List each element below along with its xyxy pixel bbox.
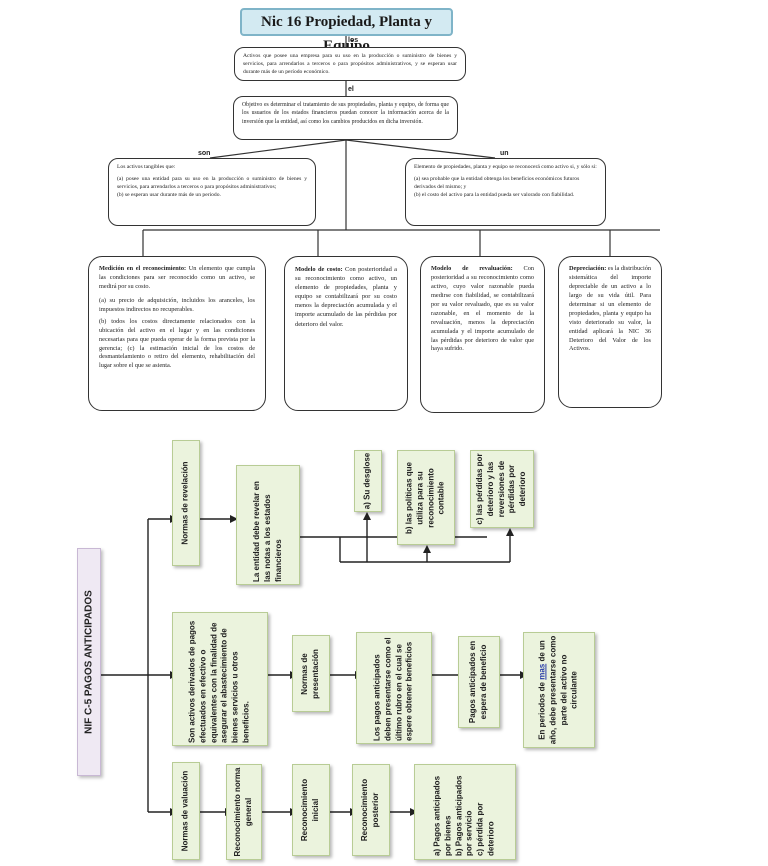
advance-payments-label: Los pagos anticipados deben presentarse … — [372, 637, 414, 741]
tangible-assets-box: Los activos tangibles que: (a) posee una… — [108, 158, 316, 226]
cost-model-text: Con posterioridad a su reconocimiento co… — [295, 266, 397, 328]
connector-label-los: los — [348, 37, 359, 44]
periods-text-start: En periodos de — [537, 679, 547, 740]
recognition-item-a: (a) sea probable que la entidad obtenga … — [414, 176, 580, 191]
measurement-box: Medición en el reconocimiento: Un elemen… — [88, 256, 266, 411]
impairment-losses-box: c) las pérdidas por deterioro y las reve… — [470, 450, 534, 528]
long-term-presentation-box: En periodos de mas de un año, debe prese… — [523, 632, 595, 748]
initial-recognition-label: Reconocimiento inicial — [300, 778, 320, 842]
cost-model-heading: Modelo de costo: — [295, 266, 343, 273]
pending-benefit-label: Pagos anticipados en espera de beneficio — [468, 640, 488, 724]
tangible-item-b: (b) se esperan usar durante más de un pe… — [117, 192, 221, 199]
definition-prepaid-box: Son activos derivados de pagos efectuado… — [172, 612, 268, 746]
prepaid-items-label: a) Pagos anticipados por bienes b) Pagos… — [432, 775, 496, 856]
prepaid-items-box: a) Pagos anticipados por bienes b) Pagos… — [414, 764, 516, 860]
revaluation-model-box: Modelo de revaluación: Con posterioridad… — [420, 256, 545, 413]
policies-label: b) las políticas que utiliza para su rec… — [404, 461, 446, 534]
depreciation-box: Depreciación: es la distribución sistemá… — [558, 256, 662, 408]
objective-box: Objetivo es determinar el tratamiento de… — [233, 96, 458, 140]
impairment-losses-label: c) las pérdidas por deterioro y las reve… — [475, 453, 528, 525]
presentation-norms-label: Normas de presentación — [300, 648, 320, 699]
breakdown-box: a) Su desglose — [354, 450, 382, 512]
general-recognition-label: Reconocimiento norma general — [233, 767, 253, 857]
tangible-intro: Los activos tangibles que: — [117, 164, 176, 170]
connector-label-un: un — [500, 150, 509, 157]
definition-box: Activos que posee una empresa para su us… — [234, 47, 466, 81]
recognition-item-b: (b) el costo del activo para la entidad … — [414, 192, 575, 199]
revaluation-model-heading: Modelo de revaluación: — [431, 265, 513, 272]
disclosure-norms-label: Normas de revelación — [180, 461, 190, 545]
breakdown-label: a) Su desglose — [362, 452, 372, 510]
recognition-intro: Elemento de propiedades, planta y equipo… — [414, 164, 597, 170]
valuation-norms-box: Normas de valuación — [172, 762, 200, 860]
policies-box: b) las políticas que utiliza para su rec… — [397, 450, 455, 545]
cost-model-box: Modelo de costo: Con posterioridad a su … — [284, 256, 408, 411]
nif-c5-root-label: NIF C-5 PAGOS ANTICIPADOS — [83, 590, 95, 734]
connector-label-son: son — [198, 150, 211, 157]
measurement-heading: Medición en el reconocimiento: — [99, 265, 187, 272]
disclosure-norms-box: Normas de revelación — [172, 440, 200, 566]
long-term-presentation-label: En periodos de mas de un año, debe prese… — [537, 635, 580, 745]
subsequent-recognition-label: Reconocimiento posterior — [360, 778, 380, 842]
measurement-item-a: (a) su precio de adquisición, incluidos … — [99, 296, 255, 313]
presentation-norms-box: Normas de presentación — [292, 635, 330, 712]
nif-c5-root: NIF C-5 PAGOS ANTICIPADOS — [77, 548, 101, 776]
measurement-intro: Un elemento que cumpla las condiciones p… — [99, 265, 255, 290]
pending-benefit-box: Pagos anticipados en espera de beneficio — [458, 636, 500, 728]
definition-prepaid-label: Son activos derivados de pagos efectuado… — [187, 620, 251, 743]
depreciation-text: es la distribución sistemática del impor… — [569, 265, 651, 353]
valuation-norms-label: Normas de valuación — [180, 770, 190, 852]
diagram-title: Nic 16 Propiedad, Planta y Equipo — [240, 8, 453, 54]
tangible-item-a: (a) posee una entidad para su uso en la … — [117, 176, 307, 191]
revaluation-model-text: Con posterioridad a su reconocimiento co… — [431, 265, 534, 353]
periods-link-mas: mas — [537, 663, 547, 680]
general-recognition-box: Reconocimiento norma general — [226, 764, 262, 860]
subsequent-recognition-box: Reconocimiento posterior — [352, 764, 390, 856]
connector-label-el: el — [348, 86, 354, 93]
initial-recognition-box: Reconocimiento inicial — [292, 764, 330, 856]
depreciation-heading: Depreciación: — [569, 265, 607, 272]
measurement-item-b: (b) todos los costos directamente relaci… — [99, 317, 255, 370]
entity-disclosure-box: La entidad debe revelar en las notas a l… — [236, 465, 300, 585]
recognition-box: Elemento de propiedades, planta y equipo… — [405, 158, 606, 226]
entity-disclosure-label: La entidad debe revelar en las notas a l… — [251, 481, 283, 582]
advance-payments-box: Los pagos anticipados deben presentarse … — [356, 632, 432, 744]
